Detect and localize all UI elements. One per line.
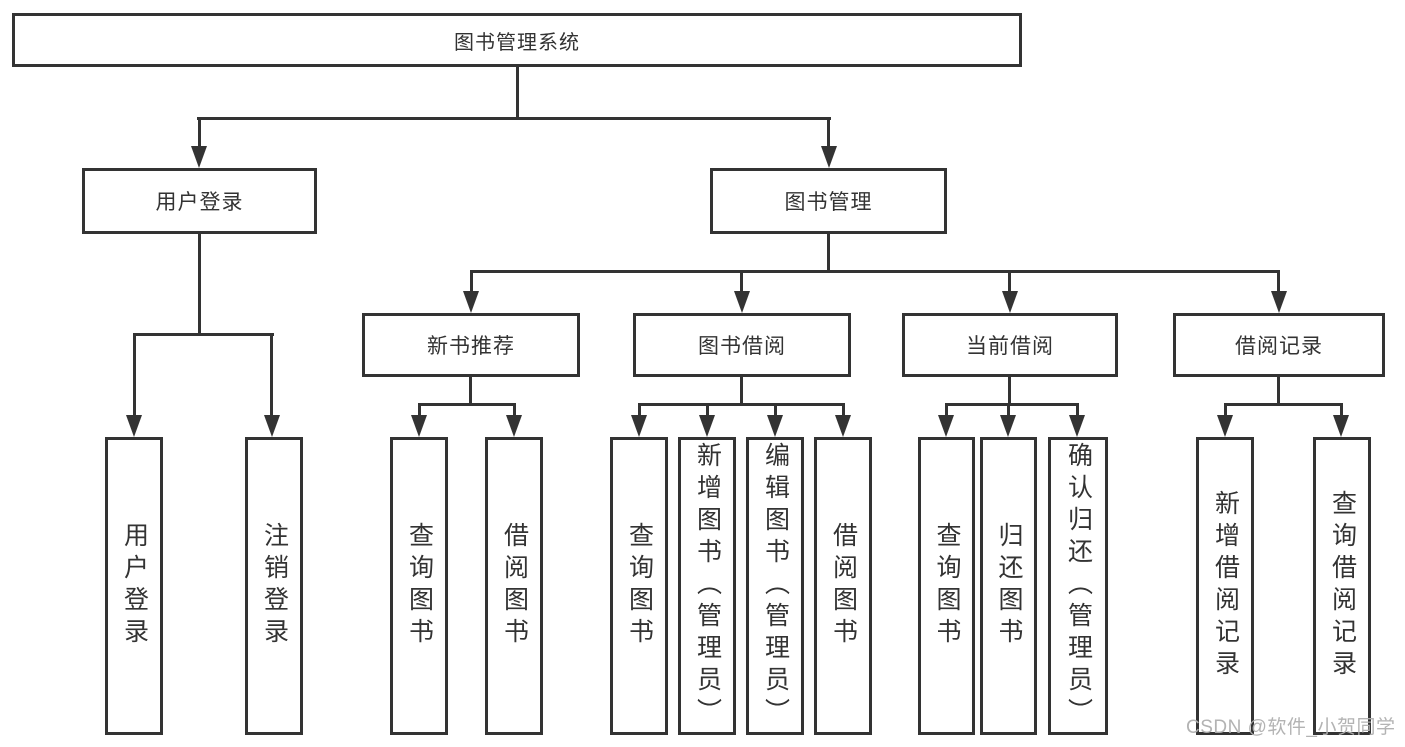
connector-leaf-drop: [638, 403, 641, 418]
arrowhead-new-book-recommend: [463, 291, 479, 313]
leaf-add-borrow-record: 新增借阅记录: [1196, 437, 1254, 735]
arrowhead-leaf: [767, 415, 783, 437]
connector-group-stem: [469, 375, 472, 405]
leaf-add-books-admin-label: 新增图书（管理员）: [693, 442, 722, 730]
connector-book-mgmt-stem: [827, 232, 830, 272]
node-new-book-recommend-label: 新书推荐: [427, 335, 515, 358]
connector-level3-drop: [1008, 270, 1011, 295]
arrowhead-leaf: [938, 415, 954, 437]
arrowhead-leaf: [126, 415, 142, 437]
leaf-query-books-recommend-label: 查询图书: [405, 522, 434, 650]
arrowhead-leaf: [411, 415, 427, 437]
arrowhead-leaf: [1333, 415, 1349, 437]
leaf-borrow-books: 借阅图书: [814, 437, 872, 735]
connector-level3-drop: [740, 270, 743, 295]
leaf-query-books-current: 查询图书: [918, 437, 975, 735]
arrowhead-leaf: [835, 415, 851, 437]
arrowhead-book-borrow: [734, 291, 750, 313]
connector-book-mgmt-drop: [827, 117, 830, 150]
connector-leaf-drop: [133, 333, 136, 419]
connector-group-bar: [1224, 403, 1343, 406]
connector-leaf-drop: [842, 403, 845, 418]
leaf-confirm-return-admin-label: 确认归还（管理员）: [1064, 442, 1093, 730]
node-current-borrow-label: 当前借阅: [966, 335, 1054, 358]
arrowhead-current-borrow: [1002, 291, 1018, 313]
connector-root-stem: [516, 65, 519, 119]
leaf-query-books-borrow-label: 查询图书: [625, 522, 654, 650]
leaf-edit-books-admin-label: 编辑图书（管理员）: [761, 442, 790, 730]
leaf-borrow-books-recommend: 借阅图书: [485, 437, 543, 735]
leaf-query-borrow-record: 查询借阅记录: [1313, 437, 1371, 735]
leaf-query-books-borrow: 查询图书: [610, 437, 668, 735]
arrowhead-leaf: [506, 415, 522, 437]
connector-leaf-drop: [1224, 403, 1227, 418]
leaf-user-login: 用户登录: [105, 437, 163, 735]
connector-group-bar: [945, 403, 1079, 406]
arrowhead-leaf: [631, 415, 647, 437]
arrowhead-book-mgmt: [821, 146, 837, 168]
node-new-book-recommend: 新书推荐: [362, 313, 580, 377]
leaf-return-books: 归还图书: [980, 437, 1037, 735]
connector-user-login-stem: [198, 232, 201, 335]
leaf-user-login-label: 用户登录: [120, 522, 149, 650]
connector-user-login-drop: [198, 117, 201, 150]
arrowhead-borrow-record: [1271, 291, 1287, 313]
node-book-mgmt-label: 图书管理: [784, 191, 873, 214]
leaf-add-borrow-record-label: 新增借阅记录: [1211, 490, 1240, 682]
node-book-borrow-label: 图书借阅: [698, 335, 786, 358]
node-borrow-record: 借阅记录: [1173, 313, 1385, 377]
leaf-borrow-books-label: 借阅图书: [829, 522, 858, 650]
connector-level2-bar: [197, 117, 831, 120]
connector-level3-bar: [470, 270, 1280, 273]
node-current-borrow: 当前借阅: [902, 313, 1118, 377]
leaf-borrow-books-recommend-label: 借阅图书: [500, 522, 529, 650]
connector-leaf-drop: [945, 403, 948, 418]
connector-leaf-drop: [1340, 403, 1343, 418]
arrowhead-leaf: [1000, 415, 1016, 437]
node-borrow-record-label: 借阅记录: [1235, 335, 1323, 358]
node-user-login: 用户登录: [82, 168, 317, 234]
connector-level3-drop: [1277, 270, 1280, 295]
connector-level3-drop: [470, 270, 473, 295]
connector-leaf-drop: [513, 403, 516, 418]
leaf-edit-books-admin: 编辑图书（管理员）: [746, 437, 804, 735]
connector-leaf-drop: [1076, 403, 1079, 418]
node-book-mgmt: 图书管理: [710, 168, 947, 234]
arrowhead-leaf: [699, 415, 715, 437]
node-root-label: 图书管理系统: [454, 31, 580, 54]
connector-user-login-bar: [133, 333, 274, 336]
connector-leaf-drop: [774, 403, 777, 418]
leaf-add-books-admin: 新增图书（管理员）: [678, 437, 736, 735]
connector-leaf-drop: [706, 403, 709, 418]
connector-leaf-drop: [270, 333, 273, 419]
csdn-watermark: CSDN @软件_小贺同学: [1186, 717, 1396, 738]
connector-group-bar: [638, 403, 844, 406]
leaf-logout-label: 注销登录: [260, 522, 289, 650]
connector-group-stem: [1277, 375, 1280, 405]
connector-group-stem: [1008, 375, 1011, 405]
arrowhead-user-login: [191, 146, 207, 168]
node-root: 图书管理系统: [12, 13, 1022, 67]
leaf-return-books-label: 归还图书: [995, 522, 1023, 650]
connector-group-bar: [418, 403, 516, 406]
connector-group-stem: [740, 375, 743, 405]
leaf-query-books-current-label: 查询图书: [933, 522, 961, 650]
node-user-login-label: 用户登录: [155, 191, 244, 214]
leaf-query-books-recommend: 查询图书: [390, 437, 448, 735]
leaf-confirm-return-admin: 确认归还（管理员）: [1048, 437, 1108, 735]
arrowhead-leaf: [264, 415, 280, 437]
leaf-query-borrow-record-label: 查询借阅记录: [1328, 490, 1357, 682]
node-book-borrow: 图书借阅: [633, 313, 851, 377]
connector-leaf-drop: [418, 403, 421, 418]
connector-leaf-drop: [1007, 403, 1010, 418]
arrowhead-leaf: [1069, 415, 1085, 437]
leaf-logout: 注销登录: [245, 437, 303, 735]
arrowhead-leaf: [1217, 415, 1233, 437]
